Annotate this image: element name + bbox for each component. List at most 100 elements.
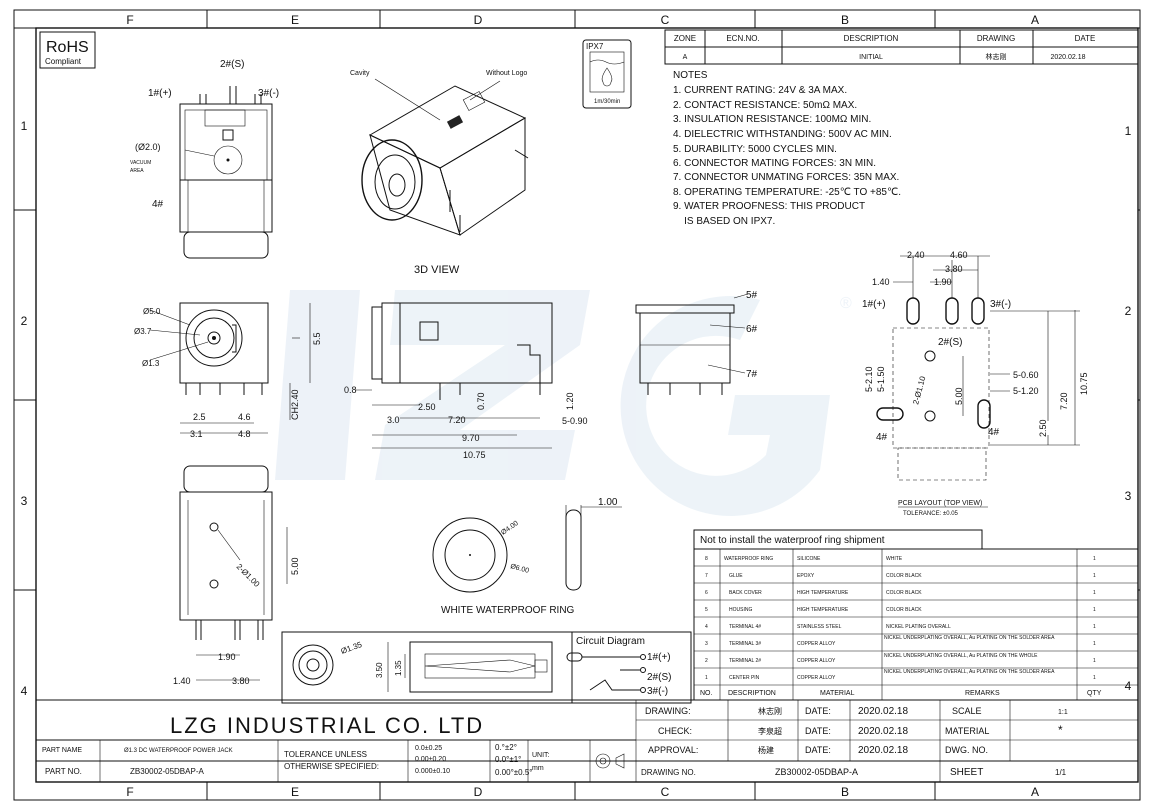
three-d-view-title: 3D VIEW: [414, 264, 460, 276]
ipx7-caption: 1m/30min: [594, 99, 620, 105]
bom-r2-desc: TERMINAL 2#: [729, 658, 761, 664]
bom-header-remarks: REMARKS: [965, 690, 1000, 697]
side-d08-label: 0.8: [344, 385, 357, 395]
pcb-pin1-label: 1#(+): [862, 299, 886, 310]
bottom-d190-label: 1.90: [218, 652, 236, 662]
note-4: 4. DIELECTRIC WITHSTANDING: 500V AC MIN.: [673, 129, 892, 140]
pcb-title: PCB LAYOUT (TOP VIEW): [898, 500, 982, 507]
bom-r6-mat: HIGH TEMPERATURE: [797, 590, 849, 596]
sheet-value: 1/1: [1055, 768, 1067, 777]
bom-r6-qty: 1: [1093, 590, 1096, 596]
pcb-d140-label: 1.40: [872, 277, 890, 287]
rev-date: 2020.02.18: [1050, 54, 1085, 61]
front-w48-label: 4.8: [238, 429, 251, 439]
bom-r1-qty: 1: [1093, 675, 1096, 681]
zone-right-3: 3: [1125, 489, 1132, 503]
front-w31-label: 3.1: [190, 429, 203, 439]
bom-r5-mat: HIGH TEMPERATURE: [797, 607, 849, 613]
angle-tol-3: 0.00°±0.5°: [495, 768, 532, 777]
rear-n5-label: 5#: [746, 290, 758, 301]
bom-r7-desc: GLUE: [729, 573, 743, 579]
section-view: Ø1.35 3.50 1.35: [281, 631, 573, 704]
ipx7-label: IPX7: [586, 42, 604, 51]
bom-table: Not to install the waterproof ring shipm…: [693, 529, 1139, 701]
part-name: Ø1.3 DC WATERPROOF POWER JACK: [124, 748, 233, 754]
bom-r5-no: 5: [705, 607, 708, 613]
bom-header-qty: QTY: [1087, 690, 1102, 697]
front-d37-label: Ø3.7: [134, 327, 152, 336]
pcb-d2110-label: 2-Ø1.10: [911, 375, 927, 406]
bom-r5-qty: 1: [1093, 607, 1096, 613]
bottom-d2100-label: 2-Ø1.00: [235, 562, 262, 589]
zone-bottom-b: B: [841, 785, 849, 799]
pcb-layout: 2.40 4.60 3.80 1.40 1.90 1#(+) 2#(S) 3#(…: [862, 250, 1089, 517]
rear-n6-label: 6#: [746, 324, 758, 335]
cavity-label: Cavity: [350, 70, 370, 77]
bom-r6-no: 6: [705, 590, 708, 596]
front-h55-label: 5.5: [312, 332, 322, 345]
section-d135b-label: 1.35: [394, 660, 403, 676]
bom-r6-desc: BACK COVER: [729, 590, 762, 596]
side-d30-label: 3.0: [387, 415, 400, 425]
bom-r4-rem: NICKEL PLATING OVERALL: [886, 624, 951, 630]
lzg-logo: LZG: [64, 707, 116, 737]
top-view: 1#(+) 2#(S) 3#(-) 4# (Ø2.0) VACUUM AREA: [130, 59, 279, 259]
zone-labels: F E D C B A F E D C B A 1 2 3 4 1 2 3 4: [21, 13, 1132, 799]
bom-r1-mat: COPPER ALLOY: [797, 675, 836, 681]
zone-top-a: A: [1031, 13, 1039, 27]
section-d350-label: 3.50: [375, 662, 384, 678]
note-9-cont: IS BASED ON IPX7.: [673, 216, 775, 227]
bom-r2-mat: COPPER ALLOY: [797, 658, 836, 664]
bom-r7-no: 7: [705, 573, 708, 579]
notes-title: NOTES: [673, 70, 708, 81]
bom-r3-no: 3: [705, 641, 708, 647]
bom-r7-mat: EPOXY: [797, 573, 815, 579]
bom-header-no: NO.: [700, 690, 713, 697]
rohs-subtitle: Compliant: [45, 57, 82, 66]
note-1: 1. CURRENT RATING: 24V & 3A MAX.: [673, 85, 847, 96]
bom-r8-qty: 1: [1093, 556, 1096, 562]
note-3: 3. INSULATION RESISTANCE: 100MΩ MIN.: [673, 114, 871, 125]
top-pin3-label: 3#(-): [258, 88, 279, 99]
rev-header-ecn: ECN.NO.: [726, 34, 759, 43]
bom-r4-no: 4: [705, 624, 708, 630]
bom-r2-rem: NICKEL UNDERPLATING OVERALL, Au PLATING …: [884, 653, 1038, 659]
notes: NOTES 1. CURRENT RATING: 24V & 3A MAX. 2…: [673, 70, 901, 227]
bom-r6-rem: COLOR BLACK: [886, 590, 922, 596]
zone-left-1: 1: [21, 119, 28, 133]
side-d070-label: 0.70: [476, 392, 486, 410]
pcb-pin3-label: 3#(-): [990, 299, 1011, 310]
zone-left-3: 3: [21, 494, 28, 508]
pcb-d5210-label: 5-2.10: [864, 366, 874, 392]
circuit-pin2: 2#(S): [647, 672, 671, 683]
bom-r2-qty: 1: [1093, 658, 1096, 664]
scale-value: 1:1: [1058, 709, 1068, 716]
date-label-2: DATE:: [805, 726, 831, 736]
bom-r2-no: 2: [705, 658, 708, 664]
part-name-label: PART NAME: [42, 747, 82, 754]
pcb-d380-label: 3.80: [945, 264, 963, 274]
date-2: 2020.02.18: [858, 726, 908, 737]
rev-header-description: DESCRIPTION: [844, 34, 899, 43]
revision-table: ZONE ECN.NO. DESCRIPTION DRAWING DATE A …: [664, 29, 1139, 65]
date-3: 2020.02.18: [858, 745, 908, 756]
note-9: 9. WATER PROOFNESS: THIS PRODUCT: [673, 201, 865, 212]
pcb-pin2-label: 2#(S): [938, 337, 962, 348]
zone-bottom-d: D: [474, 785, 483, 799]
pcb-pin4-label: 4#: [876, 432, 888, 443]
title-block: LZG LZG INDUSTRIAL CO. LTD PART NAME Ø1.…: [36, 699, 1138, 782]
rear-view: 5# 6# 7#: [635, 290, 758, 395]
rohs-title: RoHS: [46, 39, 89, 56]
ring-d600-label: Ø6.00: [509, 563, 529, 575]
pcb-d720-label: 7.20: [1059, 392, 1069, 410]
lzg-watermark: ®: [275, 290, 852, 516]
ring-d400-label: Ø4.00: [500, 520, 520, 537]
drawing-signature: 林志刚: [758, 706, 782, 716]
front-d13-label: Ø1.3: [142, 359, 160, 368]
rev-drawing: 林志刚: [986, 52, 1007, 61]
pcb-d240-label: 2.40: [907, 250, 925, 260]
zone-top-f: F: [126, 13, 133, 27]
waterproof-ring: Ø4.00 Ø6.00 1.00 WHITE WATERPROOF RING: [432, 497, 622, 616]
registered-mark: ®: [840, 295, 852, 312]
